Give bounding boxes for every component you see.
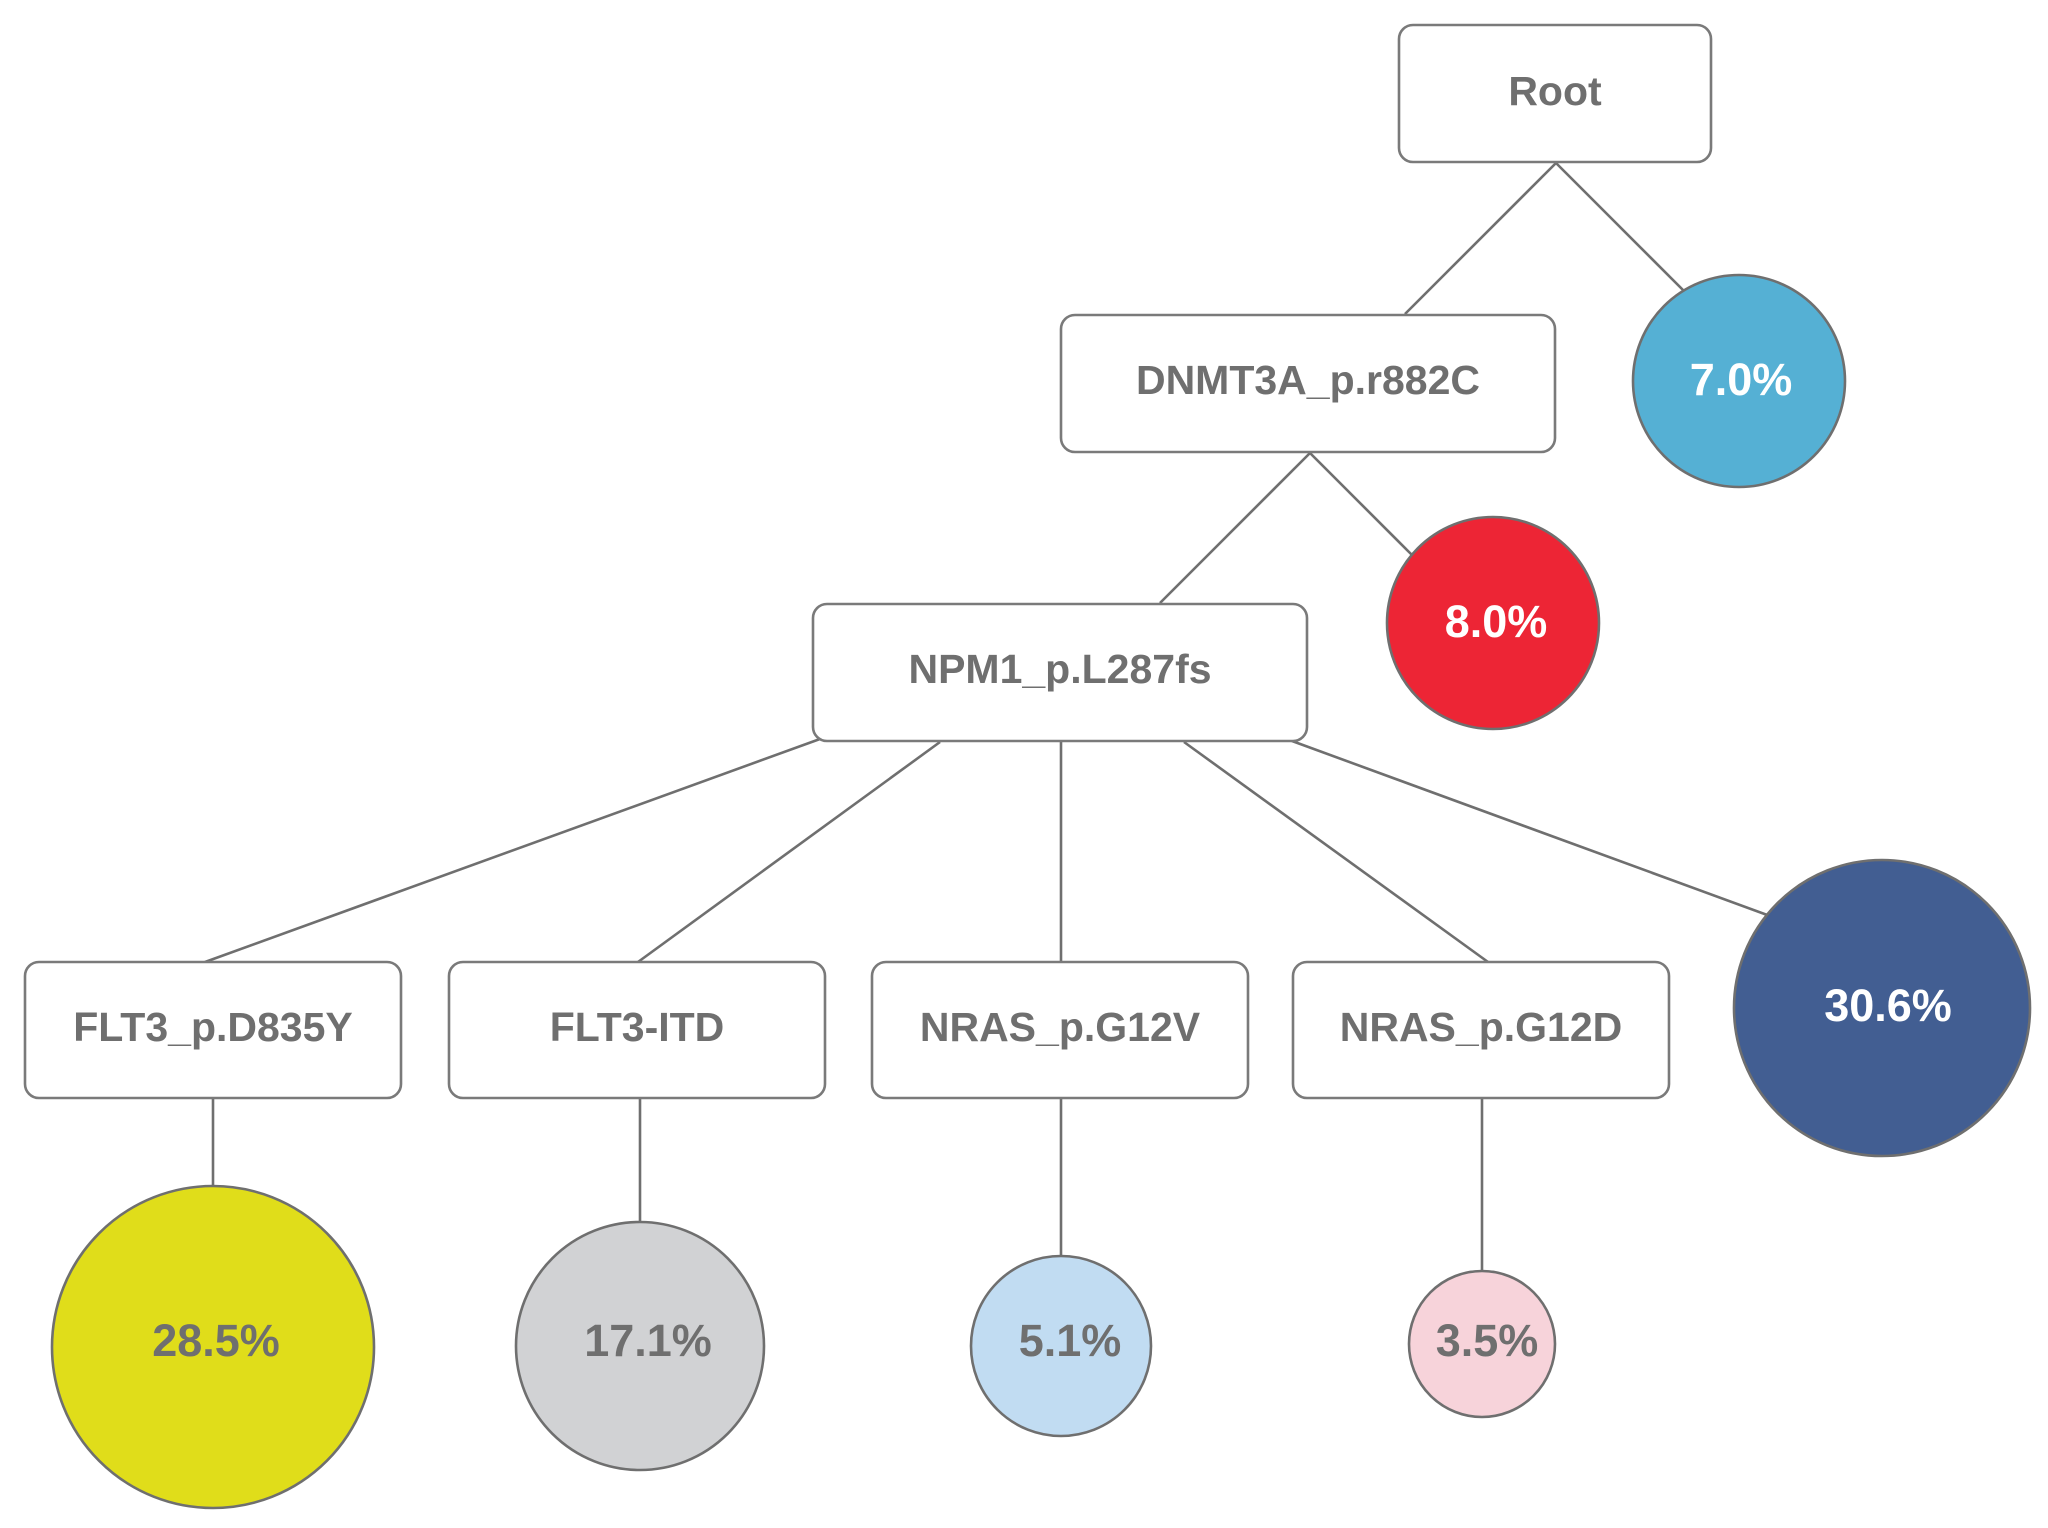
node-root-box bbox=[1397, 23, 1713, 164]
node-npm1-label: NPM1_p.L287fs bbox=[908, 646, 1211, 692]
clone-npm1: 30.6% bbox=[1732, 858, 2032, 1158]
clone-flt3-d835y: 28.5% bbox=[50, 1184, 376, 1510]
clone-nras-g12v: 5.1% bbox=[969, 1254, 1153, 1438]
clone-flt3-d835y-value: 28.5% bbox=[152, 1315, 280, 1366]
clone-flt3-itd-value: 17.1% bbox=[584, 1315, 712, 1366]
node-flt3-itd-box bbox=[447, 960, 827, 1100]
edge-npm1-flt3-itd bbox=[637, 740, 941, 964]
clone-dnmt3a-circle bbox=[1385, 515, 1601, 731]
node-nras-g12d-box bbox=[1291, 960, 1671, 1100]
node-root-label: Root bbox=[1508, 68, 1602, 114]
node-nras-g12v-label: NRAS_p.G12V bbox=[920, 1004, 1201, 1050]
clone-npm1-circle bbox=[1732, 858, 2032, 1158]
edge-npm1-nras-g12d bbox=[1183, 740, 1489, 964]
node-flt3-itd: FLT3-ITD bbox=[447, 960, 827, 1100]
clone-dnmt3a: 8.0% bbox=[1385, 515, 1601, 731]
clone-flt3-itd: 17.1% bbox=[514, 1220, 766, 1472]
node-flt3-itd-label: FLT3-ITD bbox=[550, 1004, 725, 1050]
node-npm1-box bbox=[811, 602, 1309, 743]
node-nras-g12v: NRAS_p.G12V bbox=[870, 960, 1250, 1100]
clone-nras-g12d-circle bbox=[1407, 1269, 1557, 1419]
tree-edges bbox=[204, 162, 1771, 1270]
clone-root-value: 7.0% bbox=[1690, 354, 1793, 405]
clone-flt3-d835y-circle bbox=[50, 1184, 376, 1510]
node-dnmt3a-box bbox=[1059, 313, 1557, 454]
node-flt3-d835y: FLT3_p.D835Y bbox=[23, 960, 403, 1100]
node-dnmt3a-label: DNMT3A_p.r882C bbox=[1136, 357, 1480, 403]
clone-npm1-value: 30.6% bbox=[1824, 980, 1952, 1031]
edge-root-clone bbox=[1555, 162, 1686, 293]
clone-root: 7.0% bbox=[1631, 273, 1847, 489]
clone-root-circle bbox=[1631, 273, 1847, 489]
edge-npm1-flt3-d835y bbox=[204, 737, 821, 964]
node-dnmt3a: DNMT3A_p.r882C bbox=[1059, 313, 1557, 454]
clone-nras-g12v-value: 5.1% bbox=[1019, 1315, 1122, 1366]
clone-nras-g12v-circle bbox=[969, 1254, 1153, 1438]
node-nras-g12v-box bbox=[870, 960, 1250, 1100]
node-nras-g12d: NRAS_p.G12D bbox=[1291, 960, 1671, 1100]
clone-nras-g12d: 3.5% bbox=[1407, 1269, 1557, 1419]
clone-nras-g12d-value: 3.5% bbox=[1436, 1315, 1539, 1366]
node-flt3-d835y-label: FLT3_p.D835Y bbox=[73, 1004, 353, 1050]
edge-dnmt3a-npm1 bbox=[1159, 452, 1311, 604]
node-root: Root bbox=[1397, 23, 1713, 164]
clone-flt3-itd-circle bbox=[514, 1220, 766, 1472]
edge-root-dnmt3a bbox=[1404, 162, 1557, 315]
clone-dnmt3a-value: 8.0% bbox=[1445, 596, 1548, 647]
edge-dnmt3a-clone bbox=[1309, 452, 1416, 559]
node-nras-g12d-label: NRAS_p.G12D bbox=[1340, 1004, 1623, 1050]
node-flt3-d835y-box bbox=[23, 960, 403, 1100]
edge-npm1-clone bbox=[1291, 739, 1771, 918]
node-npm1: NPM1_p.L287fs bbox=[811, 602, 1309, 743]
